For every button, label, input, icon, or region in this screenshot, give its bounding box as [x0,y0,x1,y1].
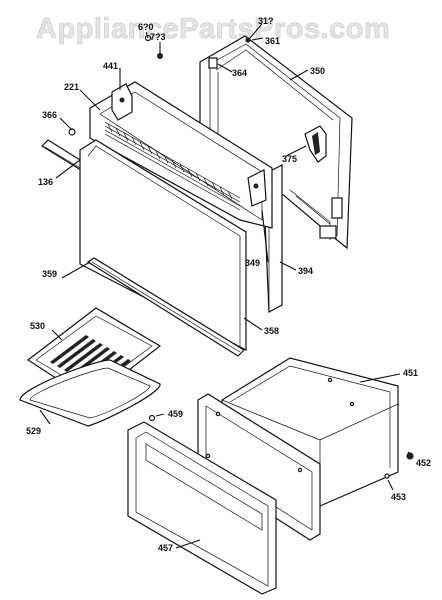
callout-529: 529 [26,426,41,436]
callout-441: 441 [103,61,118,71]
callout-358: 358 [264,326,279,336]
callout-350: 350 [310,66,325,76]
inner-door-liner [89,34,273,229]
drawer-hardware [68,128,414,479]
callout-221: 221 [64,82,79,92]
callout-top1: 6?0 [138,22,154,32]
bottom-trim [86,257,245,357]
callout-457: 457 [158,543,173,553]
callout-349: 349 [245,258,260,268]
drawer-face [127,421,277,595]
callout-453: 453 [391,492,406,502]
part-callouts: 6?0 7?3 31? 361 364 350 441 221 366 375 … [26,16,431,553]
leader-lines [39,23,411,549]
callout-451: 451 [403,368,418,378]
callout-359: 359 [42,269,57,279]
callout-530: 530 [30,321,45,331]
callout-361: 361 [265,36,280,46]
door-glass [79,139,247,351]
callout-top3: 31? [258,16,274,26]
callout-375: 375 [282,154,297,164]
callout-top2: 7?3 [150,32,166,42]
broiler-pan [19,359,161,427]
callout-452: 452 [416,458,431,468]
callout-459: 459 [168,409,183,419]
callout-364: 364 [232,68,247,78]
watermark-text: AppliancePartsPros.com [36,13,390,45]
callout-366: 366 [42,110,57,120]
callout-136: 136 [38,177,53,187]
callout-394: 394 [298,266,313,276]
